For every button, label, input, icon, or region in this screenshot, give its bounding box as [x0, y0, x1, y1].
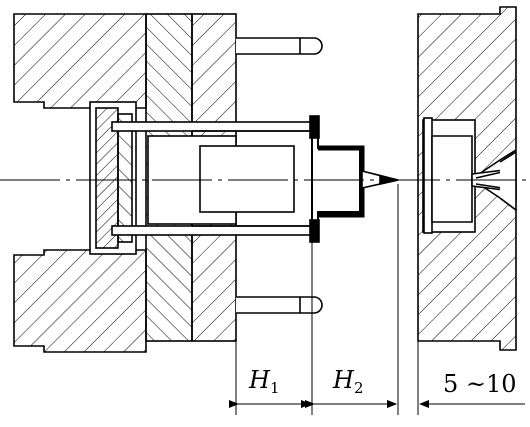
guide-pin-upper [236, 37, 323, 55]
sprue-bushing-flange [423, 117, 433, 234]
nozzle-tip [499, 150, 517, 212]
sprue-bushing [431, 135, 473, 223]
ejector-rod-upper [111, 121, 313, 132]
dimension-label-h2: H2 [333, 366, 364, 397]
ejector-rod-lower [111, 225, 313, 236]
core [199, 145, 295, 213]
upper-clamp-plate [13, 13, 147, 109]
part-cup [318, 145, 365, 218]
guide-pin-lower [236, 296, 323, 314]
ejector-plate-inner [117, 113, 133, 243]
dimension-label-gap: 5 ~10 [443, 370, 517, 398]
lower-clamp-plate [13, 249, 147, 353]
part-flange-bottom [309, 219, 320, 243]
part-flange-top [309, 115, 320, 139]
dimension-label-h1: H1 [249, 366, 280, 397]
